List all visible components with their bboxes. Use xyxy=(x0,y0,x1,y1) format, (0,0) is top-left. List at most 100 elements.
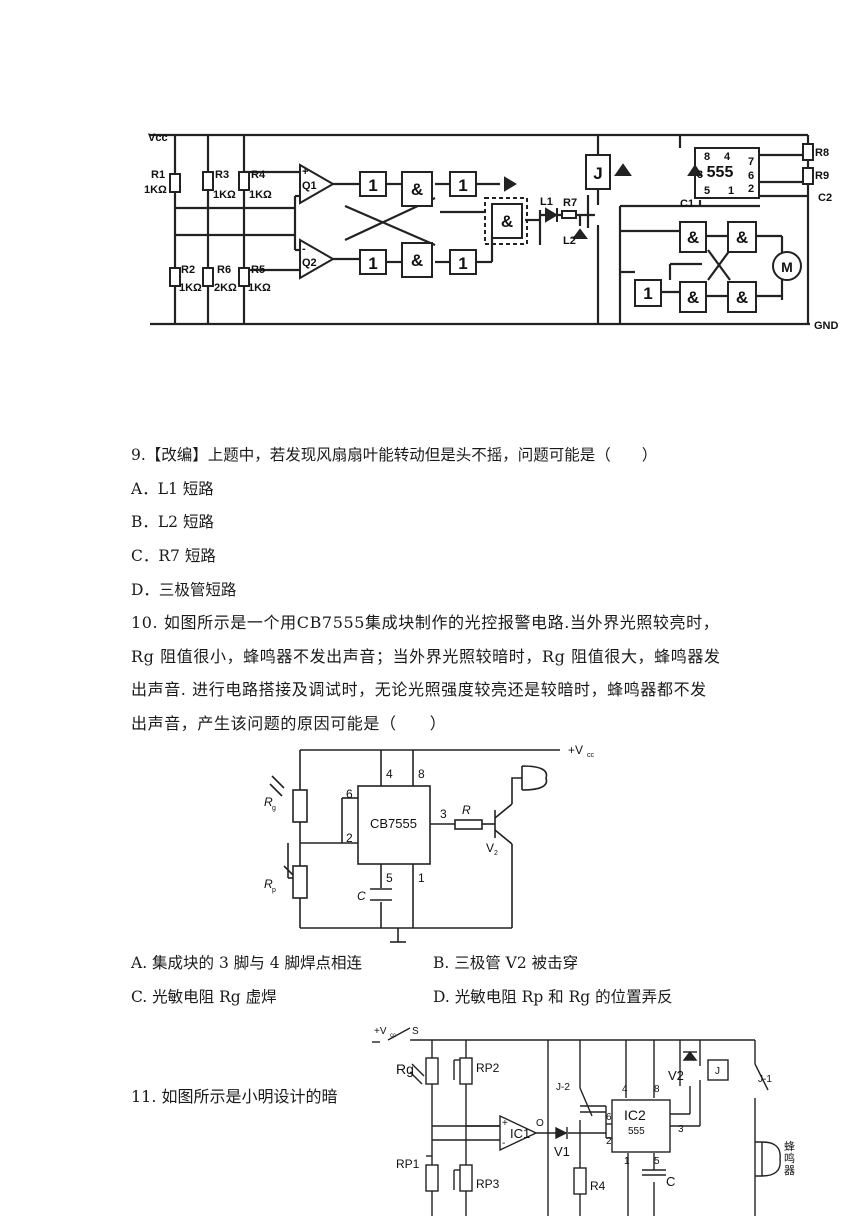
svg-text:R2: R2 xyxy=(181,264,195,276)
svg-text:g: g xyxy=(272,805,276,812)
svg-text:O: O xyxy=(536,1118,544,1129)
svg-text:2: 2 xyxy=(748,183,754,195)
svg-text:R9: R9 xyxy=(815,170,829,182)
svg-text:&: & xyxy=(736,228,748,247)
svg-text:R4: R4 xyxy=(590,1179,606,1193)
svg-text:5: 5 xyxy=(386,871,393,885)
svg-text:R3: R3 xyxy=(215,169,229,181)
q10-option-b: B. 三极管 V2 被击穿 xyxy=(433,954,579,972)
svg-text:R7: R7 xyxy=(563,197,577,209)
svg-text:L1: L1 xyxy=(540,196,553,208)
svg-text:RP2: RP2 xyxy=(476,1061,500,1075)
q9-stem: 9.【改编】上题中，若发现风扇扇叶能转动但是头不摇，问题可能是（ ） xyxy=(131,446,658,464)
svg-text:555: 555 xyxy=(628,1126,645,1137)
svg-text:&: & xyxy=(687,228,699,247)
svg-text:蜂: 蜂 xyxy=(784,1139,795,1153)
svg-text:M: M xyxy=(781,259,793,275)
svg-text:IC2: IC2 xyxy=(624,1107,646,1123)
q10-option-c: C. 光敏电阻 Rg 虚焊 xyxy=(131,988,277,1006)
svg-text:V1: V1 xyxy=(554,1144,570,1159)
svg-text:+V: +V xyxy=(374,1026,387,1037)
vcc-label: Vcc xyxy=(148,132,168,144)
svg-text:1: 1 xyxy=(458,176,467,195)
svg-text:RP3: RP3 xyxy=(476,1177,500,1191)
q9-option-d: D．三极管短路 xyxy=(131,581,237,599)
svg-text:Q2: Q2 xyxy=(302,257,317,269)
svg-text:4: 4 xyxy=(724,151,731,163)
svg-text:1: 1 xyxy=(458,254,467,273)
svg-text:3: 3 xyxy=(678,1124,684,1135)
svg-text:2KΩ: 2KΩ xyxy=(214,282,237,294)
svg-text:1: 1 xyxy=(643,284,652,303)
svg-text:4: 4 xyxy=(622,1084,628,1095)
svg-text:R5: R5 xyxy=(251,264,265,276)
svg-text:C: C xyxy=(666,1174,675,1189)
svg-text:5: 5 xyxy=(654,1156,660,1167)
svg-text:L2: L2 xyxy=(563,235,576,247)
svg-text:R: R xyxy=(462,803,471,817)
svg-text:J-2: J-2 xyxy=(556,1082,570,1093)
svg-text:RP1: RP1 xyxy=(396,1157,420,1171)
svg-text:6: 6 xyxy=(748,170,754,182)
svg-text:1KΩ: 1KΩ xyxy=(248,282,271,294)
svg-text:C: C xyxy=(357,889,366,903)
svg-text:C2: C2 xyxy=(818,192,832,204)
svg-text:1: 1 xyxy=(368,176,377,195)
svg-text:J: J xyxy=(593,164,602,183)
svg-text:J: J xyxy=(715,1066,720,1077)
q9-option-a: A．L1 短路 xyxy=(131,480,214,498)
svg-text:2: 2 xyxy=(494,850,498,857)
svg-text:&: & xyxy=(687,288,699,307)
svg-text:6: 6 xyxy=(346,787,353,801)
svg-text:1: 1 xyxy=(728,185,734,197)
svg-text:6: 6 xyxy=(606,1112,612,1123)
q10-option-a: A. 集成块的 3 脚与 4 脚焊点相连 xyxy=(131,954,362,972)
q10-option-d: D. 光敏电阻 Rp 和 Rg 的位置弄反 xyxy=(433,988,673,1006)
svg-text:Q1: Q1 xyxy=(302,180,317,192)
svg-text:+: + xyxy=(302,166,308,178)
svg-text:8: 8 xyxy=(418,767,425,781)
svg-text:器: 器 xyxy=(784,1164,795,1177)
svg-text:Rg: Rg xyxy=(396,1061,414,1077)
svg-text:S: S xyxy=(412,1026,419,1037)
svg-text:-: - xyxy=(502,1138,505,1149)
svg-text:1KΩ: 1KΩ xyxy=(179,282,202,294)
svg-text:555: 555 xyxy=(707,164,734,181)
svg-text:R6: R6 xyxy=(217,264,231,276)
svg-text:7: 7 xyxy=(748,156,754,168)
svg-text:1: 1 xyxy=(418,871,425,885)
svg-text:IC1: IC1 xyxy=(510,1126,530,1141)
svg-text:&: & xyxy=(411,180,423,199)
svg-text:-: - xyxy=(302,243,306,255)
svg-text:cc: cc xyxy=(587,752,595,759)
svg-text:+V: +V xyxy=(568,743,583,757)
svg-text:V: V xyxy=(486,841,494,855)
svg-text:R: R xyxy=(264,877,273,891)
circuit-figure-fan: Vcc R1 1KΩ R3 1KΩ R4 1KΩ R2 1KΩ R6 2KΩ R… xyxy=(144,132,839,332)
svg-text:V2: V2 xyxy=(668,1068,684,1083)
svg-text:CB7555: CB7555 xyxy=(370,816,417,831)
svg-text:R8: R8 xyxy=(815,147,829,159)
svg-text:5: 5 xyxy=(704,185,710,197)
svg-text:p: p xyxy=(272,887,276,894)
q11-stem: 11. 如图所示是小明设计的暗 xyxy=(131,1087,338,1106)
svg-text:3: 3 xyxy=(697,169,703,181)
svg-text:2: 2 xyxy=(606,1136,612,1147)
svg-text:4: 4 xyxy=(386,767,393,781)
svg-text:8: 8 xyxy=(704,151,710,163)
svg-text:8: 8 xyxy=(654,1084,660,1095)
svg-text:鸣: 鸣 xyxy=(784,1151,795,1165)
svg-text:1: 1 xyxy=(624,1156,630,1167)
svg-text:C1: C1 xyxy=(680,198,694,210)
svg-text:1KΩ: 1KΩ xyxy=(213,189,236,201)
svg-text:1KΩ: 1KΩ xyxy=(249,189,272,201)
svg-text:+: + xyxy=(502,1118,508,1129)
svg-text:1: 1 xyxy=(368,254,377,273)
svg-text:R: R xyxy=(264,795,273,809)
svg-text:3: 3 xyxy=(440,807,447,821)
q10-stem: 10. 如图所示是一个用CB7555集成块制作的光控报警电路.当外界光照较亮时，… xyxy=(131,613,721,733)
svg-text:&: & xyxy=(411,251,423,270)
svg-text:cc: cc xyxy=(390,1033,396,1039)
q9-option-b: B．L2 短路 xyxy=(131,513,214,531)
